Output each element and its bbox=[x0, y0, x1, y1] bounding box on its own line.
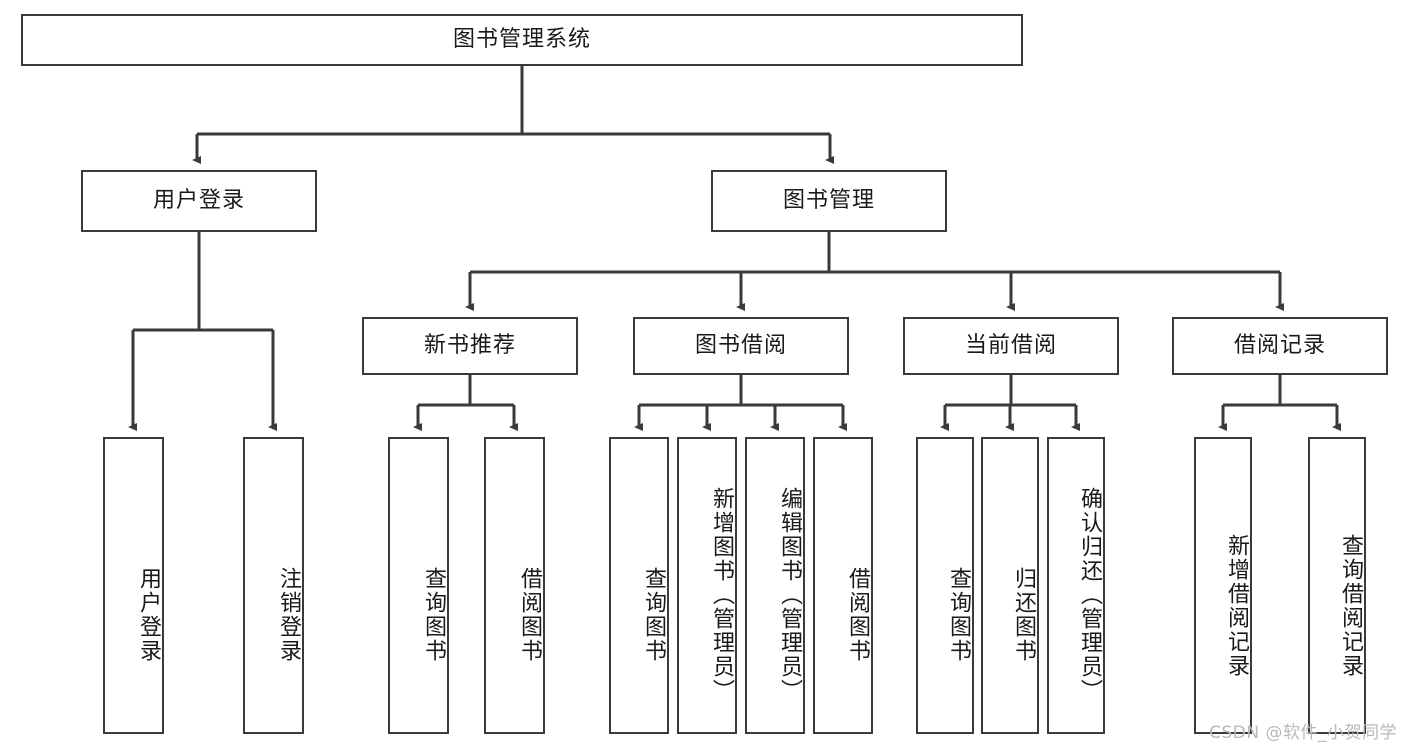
node-user-login[interactable]: 用户登录 bbox=[81, 170, 317, 232]
node-borrow-records-label: 借阅记录 bbox=[1233, 332, 1326, 358]
node-leaf-user-login-label: 用户登录 bbox=[136, 566, 161, 663]
node-book-borrow-label: 图书借阅 bbox=[694, 332, 787, 358]
node-leaf-query-book-1-label: 查询图书 bbox=[421, 566, 446, 663]
node-root-label: 图书管理系统 bbox=[452, 26, 591, 52]
node-leaf-user-logout-label: 注销登录 bbox=[276, 566, 301, 663]
node-leaf-add-book[interactable]: 新增图书（管理员） bbox=[677, 437, 737, 734]
node-leaf-return-book-label: 归还图书 bbox=[1011, 566, 1036, 663]
node-leaf-borrow-book-2-label: 借阅图书 bbox=[845, 566, 870, 663]
node-leaf-borrow-book-1-label: 借阅图书 bbox=[517, 566, 542, 663]
node-borrow-records[interactable]: 借阅记录 bbox=[1172, 317, 1388, 375]
node-leaf-add-book-label: 新增图书（管理员） bbox=[709, 486, 734, 703]
node-book-management-label: 图书管理 bbox=[782, 187, 875, 213]
node-leaf-user-logout[interactable]: 注销登录 bbox=[243, 437, 304, 734]
node-leaf-add-record-label: 新增借阅记录 bbox=[1224, 533, 1249, 678]
node-leaf-confirm-return[interactable]: 确认归还（管理员） bbox=[1047, 437, 1105, 734]
node-leaf-query-book-1[interactable]: 查询图书 bbox=[388, 437, 449, 734]
node-leaf-query-book-3-label: 查询图书 bbox=[946, 566, 971, 663]
node-leaf-edit-book[interactable]: 编辑图书（管理员） bbox=[745, 437, 805, 734]
node-current-borrow[interactable]: 当前借阅 bbox=[903, 317, 1119, 375]
node-leaf-user-login[interactable]: 用户登录 bbox=[103, 437, 164, 734]
node-leaf-query-record[interactable]: 查询借阅记录 bbox=[1308, 437, 1366, 734]
node-book-borrow[interactable]: 图书借阅 bbox=[633, 317, 849, 375]
node-user-login-label: 用户登录 bbox=[152, 187, 245, 213]
node-leaf-query-record-label: 查询借阅记录 bbox=[1338, 533, 1363, 678]
node-leaf-borrow-book-2[interactable]: 借阅图书 bbox=[813, 437, 873, 734]
node-new-book-recommend-label: 新书推荐 bbox=[423, 332, 516, 358]
node-leaf-edit-book-label: 编辑图书（管理员） bbox=[777, 486, 802, 703]
node-current-borrow-label: 当前借阅 bbox=[964, 332, 1057, 358]
node-leaf-return-book[interactable]: 归还图书 bbox=[981, 437, 1039, 734]
node-root[interactable]: 图书管理系统 bbox=[21, 14, 1023, 66]
node-new-book-recommend[interactable]: 新书推荐 bbox=[362, 317, 578, 375]
node-leaf-query-book-2-label: 查询图书 bbox=[641, 566, 666, 663]
node-leaf-confirm-return-label: 确认归还（管理员） bbox=[1077, 486, 1102, 703]
node-book-management[interactable]: 图书管理 bbox=[711, 170, 947, 232]
node-leaf-add-record[interactable]: 新增借阅记录 bbox=[1194, 437, 1252, 734]
node-leaf-query-book-2[interactable]: 查询图书 bbox=[609, 437, 669, 734]
node-leaf-borrow-book-1[interactable]: 借阅图书 bbox=[484, 437, 545, 734]
node-leaf-query-book-3[interactable]: 查询图书 bbox=[916, 437, 974, 734]
